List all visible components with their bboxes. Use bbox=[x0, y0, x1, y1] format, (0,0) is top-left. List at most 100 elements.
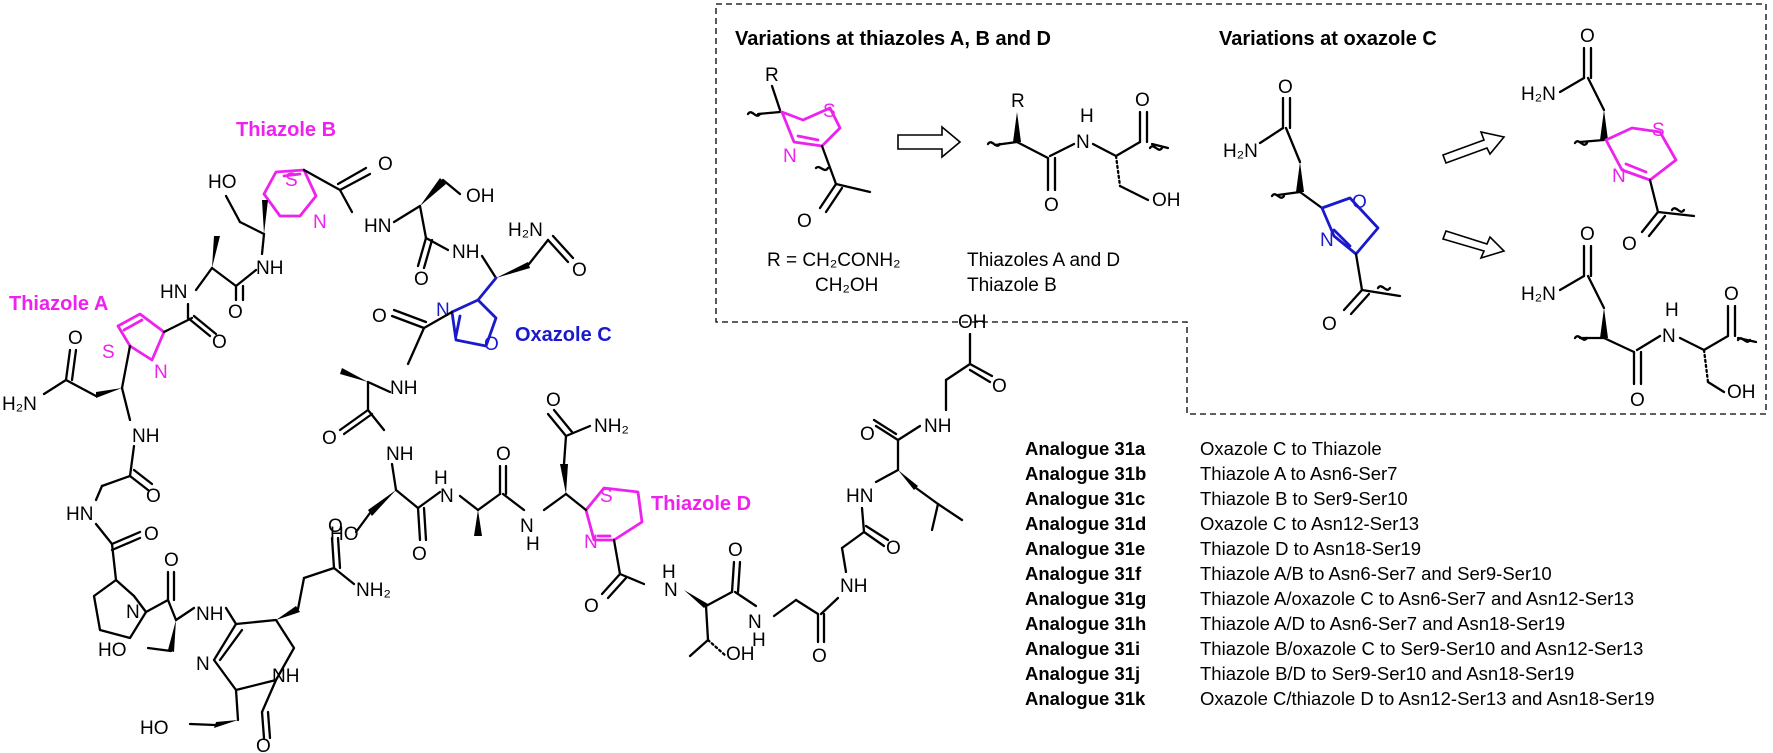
svg-text:H₂N: H₂N bbox=[1521, 284, 1556, 305]
analogue-change: Thiazole A/D to Asn6-Ser7 and Asn18-Ser1… bbox=[1200, 612, 1566, 634]
inset-dipeptide-fragment: R O N H O OH bbox=[986, 90, 1181, 216]
svg-text:N: N bbox=[783, 146, 797, 167]
thiazole-d-ring: S N bbox=[584, 486, 644, 553]
inset-heading-left: Variations at thiazoles A, B and D bbox=[735, 28, 1051, 50]
svg-text:OH: OH bbox=[958, 312, 987, 333]
svg-text:R: R bbox=[765, 65, 779, 86]
analogue-code: Analogue 31h bbox=[1025, 612, 1147, 634]
svg-text:NH₂: NH₂ bbox=[356, 580, 391, 601]
svg-text:O: O bbox=[322, 428, 337, 449]
svg-text:OH: OH bbox=[466, 186, 495, 207]
svg-text:OH: OH bbox=[726, 644, 755, 665]
inset-r-line2: CH₂OH bbox=[815, 275, 878, 296]
svg-text:H: H bbox=[526, 534, 540, 555]
oxazole-c-ring: N O bbox=[436, 276, 499, 355]
svg-text:O: O bbox=[146, 486, 161, 507]
svg-text:O: O bbox=[1622, 234, 1637, 255]
inset-oxazole-fragment: H₂N O O N O bbox=[1223, 77, 1402, 335]
svg-text:N: N bbox=[1662, 326, 1676, 347]
svg-text:O: O bbox=[164, 550, 179, 571]
inset-assign-line2: Thiazole B bbox=[967, 275, 1057, 296]
svg-text:NH: NH bbox=[452, 242, 479, 263]
analogue-row: Analogue 31h Thiazole A/D to Asn6-Ser7 an… bbox=[1025, 611, 1765, 636]
svg-text:NH: NH bbox=[132, 426, 159, 447]
svg-text:NH: NH bbox=[386, 444, 413, 465]
svg-text:N: N bbox=[1320, 230, 1334, 251]
svg-text:O: O bbox=[1630, 390, 1645, 411]
macrocycle-upper-backbone: HO NH O HN O O HN OH O NH bbox=[160, 154, 587, 353]
analogue-change: Thiazole B/D to Ser9-Ser10 and Asn18-Ser… bbox=[1200, 662, 1575, 684]
svg-text:O: O bbox=[812, 646, 827, 667]
svg-text:N: N bbox=[196, 654, 210, 675]
analogue-change: Thiazole B/oxazole C to Ser9-Ser10 and A… bbox=[1200, 637, 1644, 659]
inset-lower-right-dipeptide: H₂N O O N H O OH bbox=[1521, 224, 1758, 411]
label-thiazole-b: Thiazole B bbox=[236, 119, 336, 141]
analogue-code: Analogue 31k bbox=[1025, 687, 1146, 709]
svg-text:NH: NH bbox=[924, 416, 951, 437]
svg-text:S: S bbox=[285, 170, 298, 191]
svg-text:O: O bbox=[228, 302, 243, 323]
svg-text:O: O bbox=[1135, 90, 1150, 111]
svg-text:O: O bbox=[992, 376, 1007, 397]
svg-text:O: O bbox=[1044, 195, 1059, 216]
label-oxazole-c: Oxazole C bbox=[515, 324, 612, 346]
label-thiazole-a: Thiazole A bbox=[9, 293, 108, 315]
inset-dashed-border bbox=[715, 3, 1767, 415]
macrocycle-left-backbone: O H₂N NH O HN O N O HO NH N NH bbox=[2, 316, 391, 753]
analogue-code: Analogue 31i bbox=[1025, 637, 1141, 659]
svg-text:HN: HN bbox=[364, 216, 391, 237]
inset-arrow-upper bbox=[1441, 130, 1506, 165]
svg-text:N: N bbox=[154, 362, 168, 383]
label-thiazole-d: Thiazole D bbox=[651, 493, 751, 515]
analogue-code: Analogue 31j bbox=[1025, 662, 1141, 684]
svg-text:O: O bbox=[1352, 192, 1367, 213]
svg-text:NH: NH bbox=[196, 604, 223, 625]
analogue-change: Thiazole A/B to Asn6-Ser7 and Ser9-Ser10 bbox=[1200, 562, 1552, 584]
svg-text:H: H bbox=[434, 468, 448, 489]
inset-assign-line1: Thiazoles A and D bbox=[967, 250, 1120, 271]
svg-text:O: O bbox=[572, 260, 587, 281]
analogue-code: Analogue 31c bbox=[1025, 487, 1146, 509]
svg-text:H: H bbox=[662, 562, 676, 583]
svg-text:O: O bbox=[1580, 224, 1595, 245]
svg-text:N: N bbox=[584, 532, 598, 553]
analogue-change: Thiazole A/oxazole C to Asn6-Ser7 and As… bbox=[1200, 587, 1634, 609]
svg-text:NH: NH bbox=[390, 378, 417, 399]
svg-text:HO: HO bbox=[98, 640, 127, 661]
svg-text:N: N bbox=[520, 516, 534, 537]
svg-text:O: O bbox=[860, 424, 875, 445]
svg-text:HN: HN bbox=[160, 282, 187, 303]
svg-text:O: O bbox=[144, 524, 159, 545]
svg-text:O: O bbox=[1278, 77, 1293, 98]
svg-text:N: N bbox=[748, 612, 762, 633]
svg-text:S: S bbox=[1652, 120, 1665, 141]
svg-text:O: O bbox=[496, 444, 511, 465]
svg-text:OH: OH bbox=[1727, 382, 1756, 403]
svg-text:OH: OH bbox=[1152, 190, 1181, 211]
macrocycle-oxazole-linker: O NH O NH HO O H N O N H bbox=[322, 306, 540, 565]
analogue-change: Thiazole B to Ser9-Ser10 bbox=[1200, 487, 1408, 509]
analogue-row: Analogue 31j Thiazole B/D to Ser9-Ser10 a… bbox=[1025, 661, 1765, 686]
svg-text:S: S bbox=[823, 101, 836, 122]
svg-text:O: O bbox=[328, 516, 343, 537]
svg-text:HO: HO bbox=[140, 718, 169, 739]
svg-text:O: O bbox=[68, 328, 83, 349]
svg-text:O: O bbox=[584, 596, 599, 617]
inset-thiazole-fragment: R S N O bbox=[746, 65, 872, 232]
svg-text:H: H bbox=[752, 630, 766, 651]
svg-text:H₂N: H₂N bbox=[508, 220, 543, 241]
svg-text:H₂N: H₂N bbox=[1223, 141, 1258, 162]
svg-text:O: O bbox=[484, 334, 499, 355]
svg-text:O: O bbox=[728, 540, 743, 561]
svg-text:O: O bbox=[372, 306, 387, 327]
svg-text:O: O bbox=[797, 211, 812, 232]
svg-text:HN: HN bbox=[66, 504, 93, 525]
inset-arrow-lower bbox=[1441, 230, 1506, 260]
svg-text:N: N bbox=[1076, 132, 1090, 153]
